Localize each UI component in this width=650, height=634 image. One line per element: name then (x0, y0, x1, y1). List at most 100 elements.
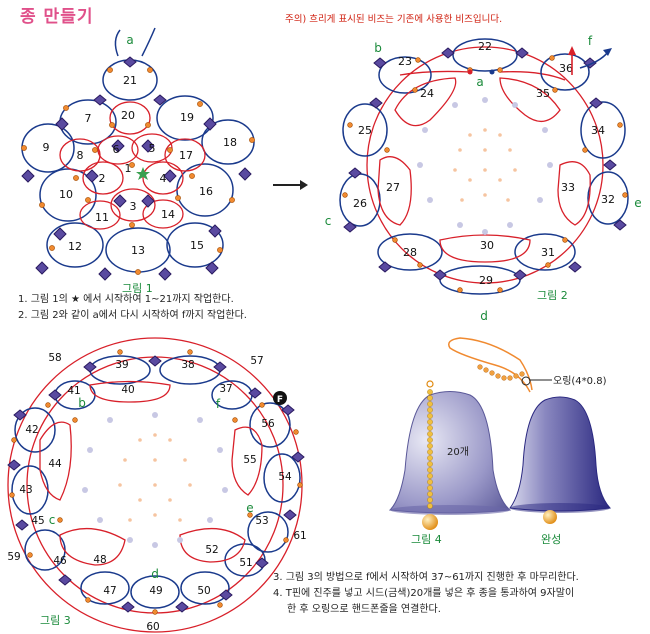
fig2-num-23: 23 (398, 55, 412, 68)
fig1-num-9: 9 (43, 141, 50, 154)
fig3-num-61: 61 (293, 530, 306, 542)
bell-1-seed-string (426, 380, 434, 509)
step-4: 4. T핀에 진주를 넣고 시드(금색)20개를 넣은 후 종을 통과하여 9자… (273, 588, 575, 599)
fig1-num-1: 1 (125, 162, 132, 175)
bell-2-shape (509, 396, 612, 512)
fig1-num-14: 14 (161, 208, 175, 221)
figure-2-faded-beads (417, 97, 553, 235)
fig3-num-48: 48 (93, 554, 106, 566)
fig1-num-8: 8 (77, 149, 84, 162)
fig2-label-b: b (374, 41, 382, 55)
finish-marker-icon: F (273, 391, 287, 405)
fig2-num-22: 22 (478, 40, 492, 53)
fig3-num-38: 38 (181, 359, 194, 371)
fig1-label-a: a (126, 33, 133, 47)
fig2-num-32: 32 (601, 193, 615, 206)
fig2-label-d: d (480, 309, 488, 323)
o-ring-label: 오링(4*0.8) (553, 375, 607, 387)
figure-1-caption: 그림 1 (122, 282, 153, 295)
figure-1-seed-beads (21, 67, 255, 275)
fig1-num-2: 2 (99, 172, 106, 185)
figure-4: 20개 (388, 380, 512, 530)
step-4-continued: 한 후 오링으로 핸드폰줄을 연결한다. (287, 604, 441, 615)
fig3-num-59: 59 (7, 551, 20, 563)
fig3-num-51: 51 (239, 557, 252, 569)
fig1-num-20: 20 (121, 109, 135, 122)
fig1-num-6: 6 (113, 143, 120, 156)
fig3-num-60: 60 (146, 621, 159, 633)
finished-bell: 오링(4*0.8) (448, 337, 612, 524)
fig2-label-e: e (634, 196, 641, 210)
figure-2-faded-seeds (453, 128, 517, 202)
page-title: 종 만들기 (20, 7, 94, 27)
fig2-label-c: c (325, 214, 332, 228)
figure-3-numbers: 37 38 39 40 41 42 43 44 45 46 47 48 49 5… (7, 352, 306, 633)
figure-3-faded-beads (82, 412, 228, 548)
fig2-num-34: 34 (591, 124, 605, 137)
fig3-num-54: 54 (278, 471, 292, 483)
step-3: 3. 그림 3의 방법으로 f에서 시작하여 37~61까지 진행한 후 마무리… (273, 572, 579, 583)
fig2-num-27: 27 (386, 181, 400, 194)
steps-top: 1. 그림 1의 ★ 에서 시작하여 1~21까지 작업한다. 2. 그림 2와… (18, 292, 247, 324)
figure-2-letter-labels: a b c d e f (325, 34, 642, 323)
fig1-num-12: 12 (68, 240, 82, 253)
figure-2-red-ring (366, 46, 604, 284)
figure-1-bicone-beads (21, 56, 252, 281)
fig3-label-d: d (151, 567, 159, 581)
finished-caption: 완성 (541, 533, 562, 546)
strap-seed-beads (477, 364, 525, 381)
figure-4-caption: 그림 4 (411, 533, 442, 546)
fig3-num-49: 49 (149, 585, 162, 597)
fig1-num-3: 3 (130, 200, 137, 213)
fig3-num-55: 55 (243, 454, 256, 466)
figure-2: 22 23 24 25 26 27 28 29 30 31 32 33 34 3… (325, 34, 642, 323)
fig3-num-58: 58 (48, 352, 61, 364)
bell-1-pearl (422, 514, 438, 530)
fig3-num-56: 56 (261, 418, 275, 430)
fig2-num-24: 24 (420, 87, 434, 100)
bell-2-pearl (543, 510, 557, 524)
arrow-right-icon (273, 180, 308, 190)
fig3-num-45: 45 (31, 515, 44, 527)
finish-marker-label: F (277, 395, 283, 405)
fig3-num-53: 53 (255, 515, 268, 527)
figure-3: 37 38 39 40 41 42 43 44 45 46 47 48 49 5… (7, 337, 307, 633)
fig3-num-44: 44 (48, 458, 62, 470)
fig2-label-a: a (476, 75, 483, 89)
fig1-num-17: 17 (179, 149, 193, 162)
figure-3-caption: 그림 3 (40, 614, 71, 627)
o-ring-icon (521, 376, 531, 386)
star-start-icon (136, 167, 150, 180)
figure-3-letter-labels: b c d e f (49, 396, 254, 581)
step-2: 2. 그림 2와 같이 a에서 다시 시작하여 f까지 작업한다. (18, 310, 247, 321)
fig1-num-4: 4 (160, 172, 167, 185)
fig2-num-28: 28 (403, 246, 417, 259)
fig3-num-47: 47 (103, 585, 116, 597)
fig2-num-36: 36 (559, 62, 573, 75)
fig3-num-37: 37 (219, 383, 232, 395)
step-1: 1. 그림 1의 ★ 에서 시작하여 1~21까지 작업한다. (18, 294, 234, 305)
figure-1-numbers: 1 2 3 4 5 6 7 8 9 10 11 12 13 14 15 16 1… (43, 74, 238, 257)
fig3-label-c: c (49, 513, 56, 527)
fig1-num-16: 16 (199, 185, 213, 198)
fig3-label-f: f (216, 397, 221, 411)
fig1-num-18: 18 (223, 136, 237, 149)
fig3-num-52: 52 (205, 544, 218, 556)
figure-2-caption: 그림 2 (537, 289, 568, 302)
phone-strap (448, 337, 533, 393)
fig1-num-10: 10 (59, 188, 73, 201)
fig2-num-26: 26 (353, 197, 367, 210)
figure-2-bicone-beads (343, 47, 627, 281)
note-text: 주의) 흐리게 표시된 비즈는 기존에 사용한 비즈입니다. (285, 14, 503, 25)
figure-2-start-arrows (467, 46, 612, 75)
fig1-num-19: 19 (180, 111, 194, 124)
steps-bottom: 3. 그림 3의 방법으로 f에서 시작하여 37~61까지 진행한 후 마무리… (273, 570, 579, 618)
fig3-label-e: e (246, 501, 253, 515)
fig3-num-40: 40 (121, 384, 134, 396)
figure-2-seed-beads (342, 55, 628, 293)
fig1-num-21: 21 (123, 74, 137, 87)
fig1-num-5: 5 (149, 142, 156, 155)
figure-1: 1 2 3 4 5 6 7 8 9 10 11 12 13 14 15 16 1… (21, 27, 255, 281)
fig3-num-57: 57 (250, 355, 263, 367)
